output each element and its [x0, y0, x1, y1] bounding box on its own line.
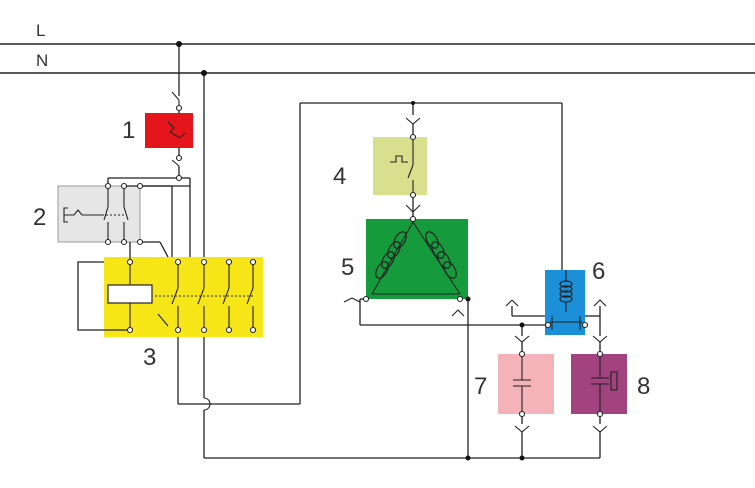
component-7-label: 7 [474, 373, 487, 400]
line-bus-label: L [36, 21, 45, 40]
component-3-label: 3 [143, 344, 156, 371]
component-1-label: 1 [122, 117, 135, 144]
component-5-box [366, 219, 468, 299]
component-5-label: 5 [341, 254, 354, 281]
wiring [63, 44, 618, 459]
component-2-box [57, 185, 141, 243]
neutral-bus-label: N [36, 51, 48, 70]
terminals [104, 104, 604, 418]
component-4-label: 4 [333, 163, 346, 190]
component-2-label: 2 [33, 204, 46, 231]
component-7-box [498, 354, 554, 414]
component-8-label: 8 [637, 373, 650, 400]
junction-dots [176, 41, 525, 461]
component-1-box [145, 113, 193, 148]
component-6-label: 6 [592, 258, 605, 285]
component-4-box [373, 137, 427, 195]
